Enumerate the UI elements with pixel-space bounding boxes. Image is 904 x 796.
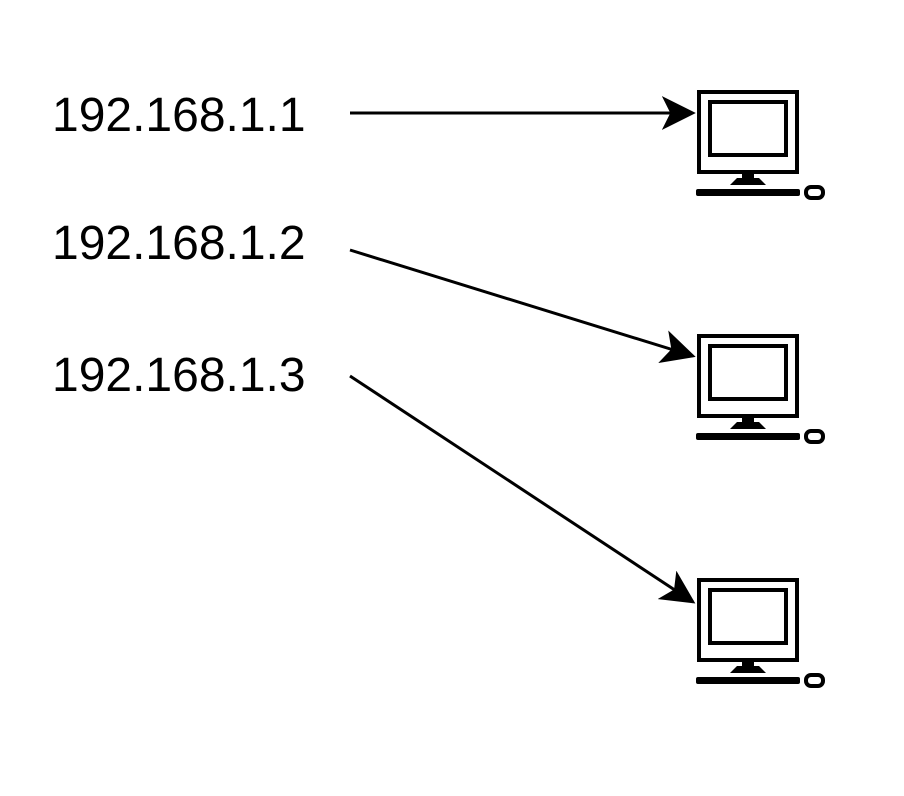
desktop-computer-icon (694, 90, 825, 200)
ip-label-1: 192.168.1.1 (52, 89, 306, 142)
arrow-3 (349, 374, 696, 604)
arrow-2 (349, 248, 696, 364)
ip-label-3: 192.168.1.3 (52, 349, 306, 402)
desktop-computer-icon (694, 334, 825, 444)
ip-label-2: 192.168.1.2 (52, 217, 306, 270)
desktop-computer-icon (694, 578, 825, 688)
